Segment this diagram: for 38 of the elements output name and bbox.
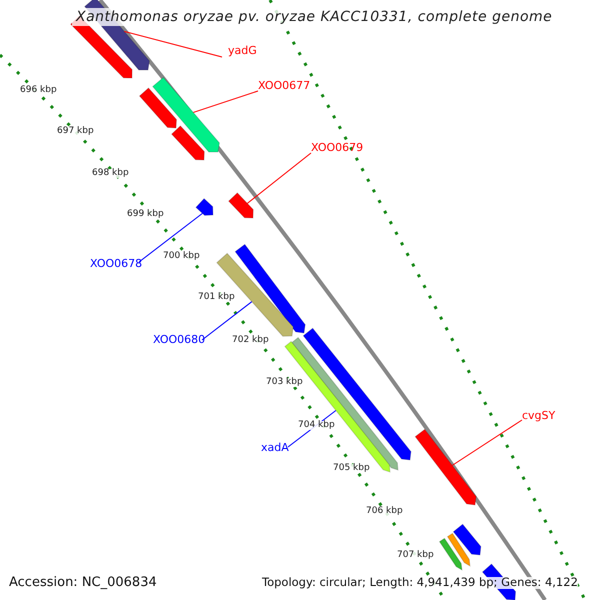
tick-label: 707 kbp bbox=[397, 551, 434, 560]
gene-segment bbox=[234, 244, 306, 334]
gene-label: yadG bbox=[228, 45, 257, 56]
gene-label: XOO0680 bbox=[153, 334, 206, 345]
gene-segment bbox=[452, 524, 482, 556]
gene-segment bbox=[195, 198, 214, 216]
leader-line bbox=[202, 301, 252, 340]
tick-label: 699 kbp bbox=[127, 210, 164, 219]
gene-label: XOO0679 bbox=[311, 142, 364, 153]
leader-line bbox=[124, 30, 222, 58]
tick-label: 697 kbp bbox=[57, 127, 94, 136]
tick-label: 706 kbp bbox=[366, 507, 403, 516]
leader-line bbox=[138, 212, 203, 262]
gene-segment bbox=[138, 87, 178, 129]
gene-segment bbox=[152, 76, 220, 152]
gene-segment bbox=[170, 125, 205, 161]
tick-label: 700 kbp bbox=[163, 252, 200, 261]
gene-segment bbox=[414, 428, 477, 506]
accession-text: Accession: NC_006834 bbox=[9, 576, 157, 589]
gene-label: cvgSY bbox=[522, 410, 556, 421]
tick-label: 698 kbp bbox=[92, 169, 129, 178]
gene-label: XOO0678 bbox=[90, 258, 142, 269]
gene-segment bbox=[216, 252, 294, 337]
topology-text: Topology: circular; Length: 4,941,439 bp; Genes: 4,122 bbox=[262, 577, 578, 588]
gene-label: xadA bbox=[261, 442, 289, 453]
tick-label: 702 kbp bbox=[232, 336, 269, 345]
tick-label: 705 kbp bbox=[333, 464, 370, 473]
tick-label: 696 kbp bbox=[20, 86, 57, 95]
leader-line bbox=[246, 152, 312, 204]
leader-line bbox=[452, 420, 522, 466]
leader-line bbox=[192, 90, 258, 113]
gene-label: XOO0677 bbox=[258, 80, 310, 91]
tick-label: 703 kbp bbox=[266, 378, 303, 387]
tick-label: 704 kbp bbox=[298, 421, 335, 430]
gene-segment bbox=[446, 532, 471, 567]
tick-label: 701 kbp bbox=[198, 293, 235, 302]
gene-segment bbox=[228, 192, 254, 219]
gene-segment bbox=[438, 538, 463, 571]
